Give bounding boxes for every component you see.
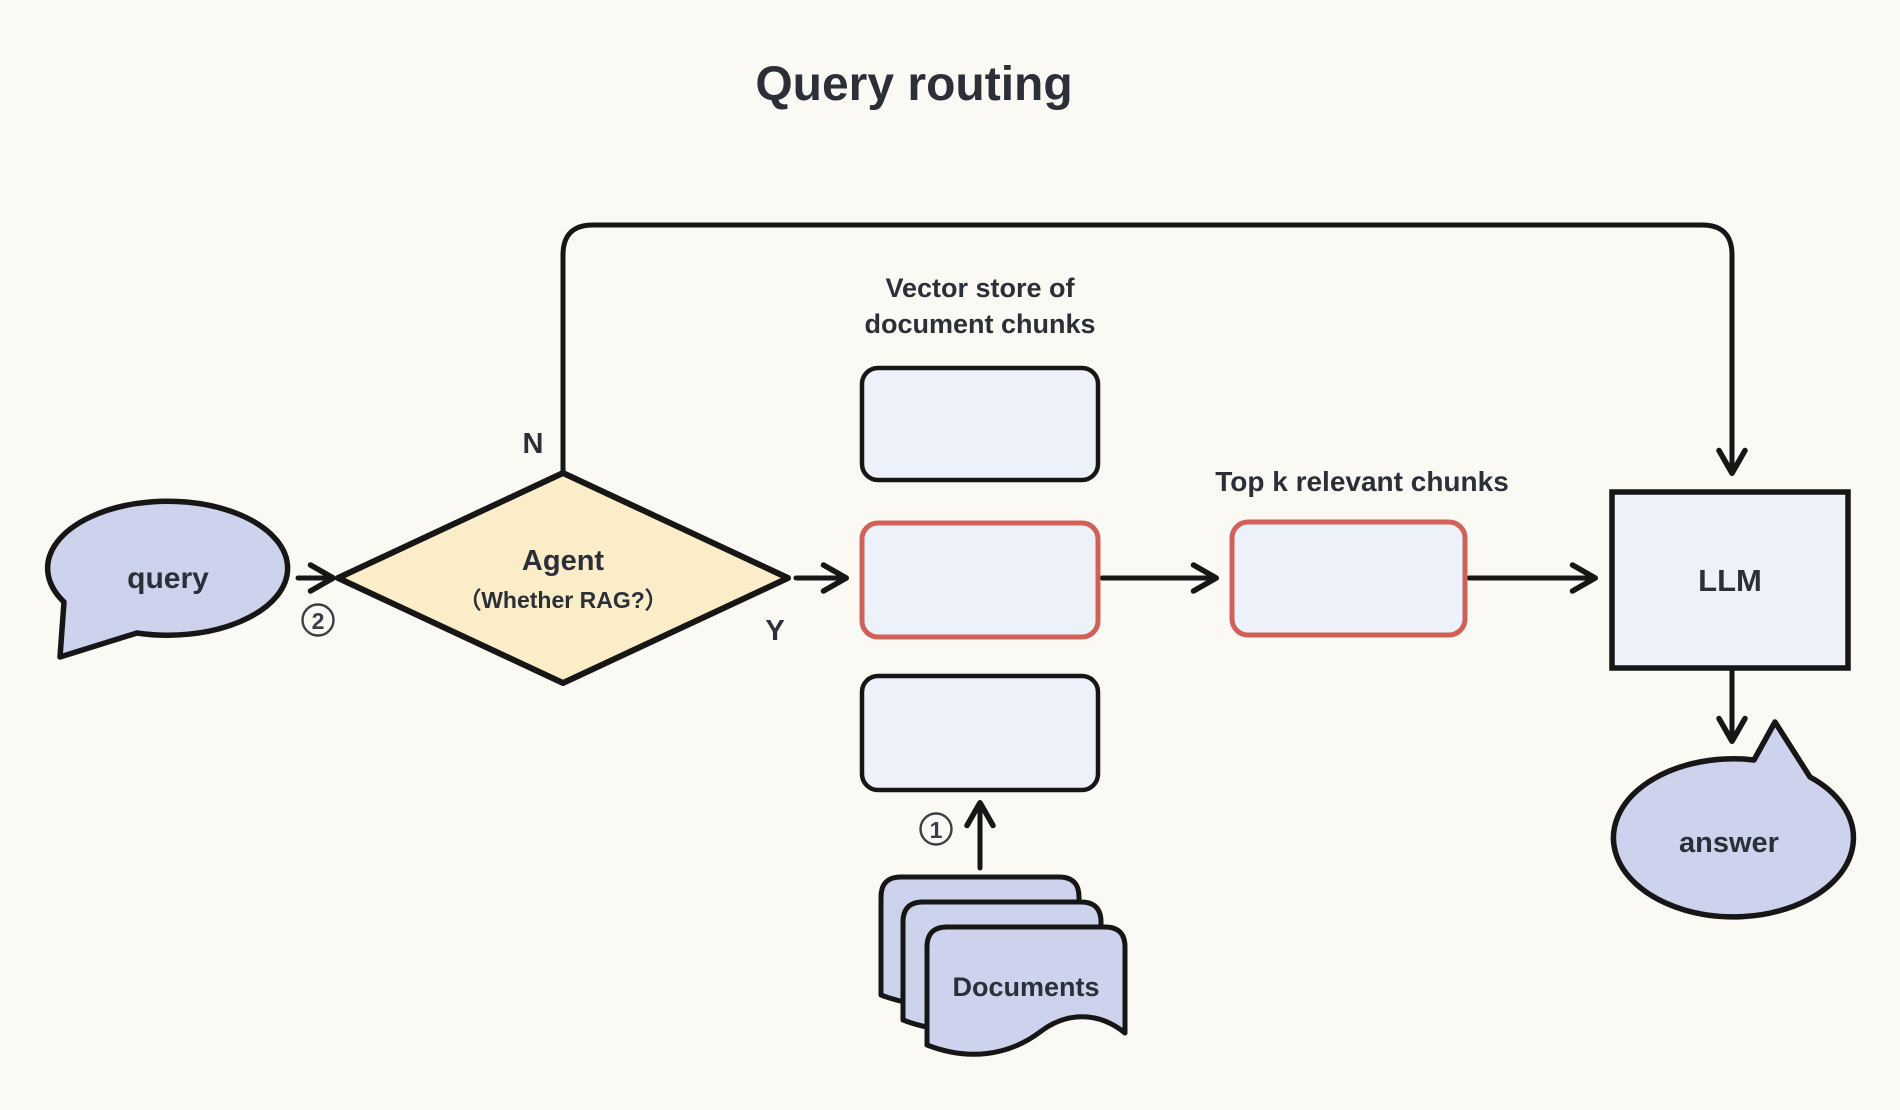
agent-node: Agent （Whether RAG?） (335, 470, 791, 686)
chunk-box-middle-selected (859, 520, 1101, 640)
step-2-number: 2 (312, 608, 325, 634)
vector-store-caption-line2: document chunks (864, 309, 1095, 339)
document-sheet-front (924, 924, 1128, 1057)
step-1-badge: 1 (919, 812, 953, 846)
vector-store-node (859, 365, 1101, 793)
step-2-badge: 2 (301, 603, 335, 637)
documents-node: Documents (878, 874, 1128, 1057)
agent-sublabel: （Whether RAG?） (458, 587, 668, 613)
step-1-circle (919, 812, 953, 846)
llm-label: LLM (1698, 563, 1762, 598)
chunk-box-top (859, 365, 1101, 483)
branch-yes-label: Y (765, 615, 784, 647)
documents-label: Documents (952, 972, 1099, 1002)
answer-label: answer (1679, 827, 1779, 859)
chunk-box-bottom (859, 673, 1101, 793)
top-k-box (1229, 519, 1468, 638)
step-2-circle (301, 603, 335, 637)
llm-node: LLM (1609, 489, 1851, 671)
answer-node: answer (1610, 719, 1857, 920)
query-label: query (127, 562, 209, 595)
query-node: query (44, 498, 291, 660)
edge-no-branch-to-llm (560, 222, 1748, 477)
branch-no-label: N (523, 428, 544, 460)
step-1-number: 1 (930, 817, 943, 843)
query-bubble-shape (44, 498, 291, 660)
vector-store-caption-line1: Vector store of (885, 273, 1075, 303)
answer-bubble-shape (1610, 719, 1857, 920)
diagram-title: Query routing (755, 58, 1072, 111)
llm-box-shape (1609, 489, 1851, 671)
agent-diamond-shape (335, 470, 791, 686)
agent-label: Agent (522, 545, 605, 577)
top-k-caption: Top k relevant chunks (1215, 466, 1509, 497)
